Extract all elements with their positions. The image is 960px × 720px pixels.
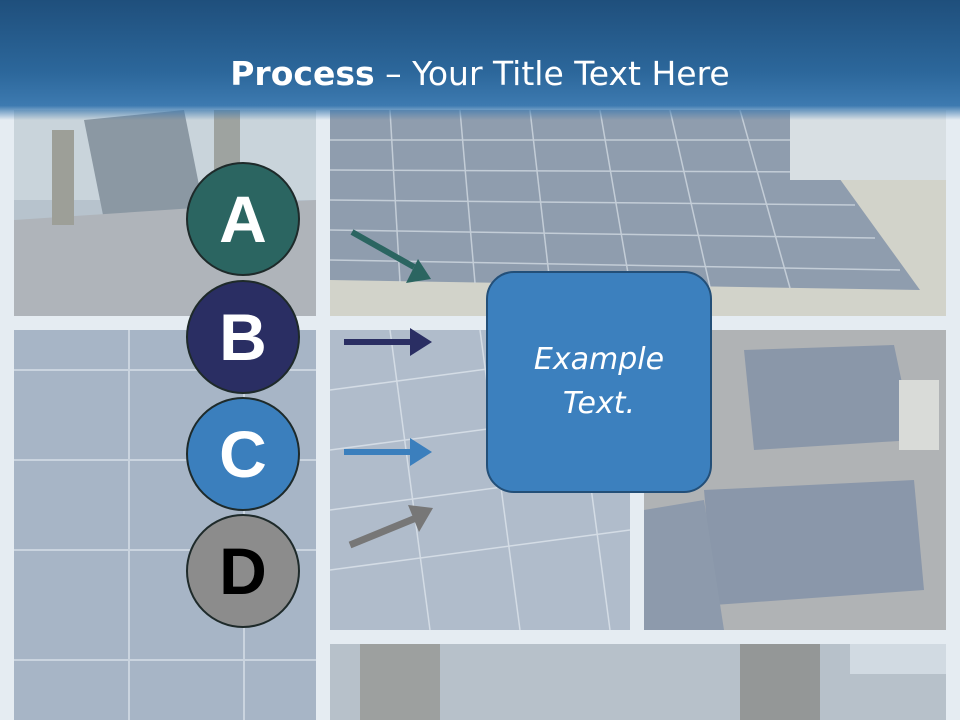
step-circle-c: C — [186, 397, 300, 511]
step-letter-c: C — [219, 417, 267, 491]
arrow-a-head — [406, 259, 431, 283]
example-text-box: Example Text. — [486, 271, 712, 493]
title-bold: Process — [230, 54, 375, 93]
example-text: Example Text. — [533, 342, 665, 421]
slide-title: Process – Your Title Text Here — [0, 52, 960, 96]
photo-panels-left — [14, 330, 316, 720]
arrow-c-head — [410, 438, 432, 466]
step-letter-b: B — [219, 300, 267, 374]
arrow-b — [344, 328, 432, 356]
title-rest: – Your Title Text Here — [374, 54, 730, 93]
arrow-a — [350, 229, 431, 283]
step-circle-d: D — [186, 514, 300, 628]
arrow-d — [348, 505, 433, 549]
arrow-d-shaft — [348, 514, 418, 549]
photo-panels-tiled-roof — [330, 110, 946, 316]
arrow-c — [344, 438, 432, 466]
arrow-b-head — [410, 328, 432, 356]
arrow-a-shaft — [350, 229, 416, 270]
photo-workers-bottom — [330, 644, 946, 720]
title-banner — [0, 0, 960, 120]
step-letter-d: D — [219, 534, 267, 608]
step-circle-a: A — [186, 162, 300, 276]
arrow-d-head — [408, 505, 433, 532]
step-letter-a: A — [219, 182, 267, 256]
step-circle-b: B — [186, 280, 300, 394]
